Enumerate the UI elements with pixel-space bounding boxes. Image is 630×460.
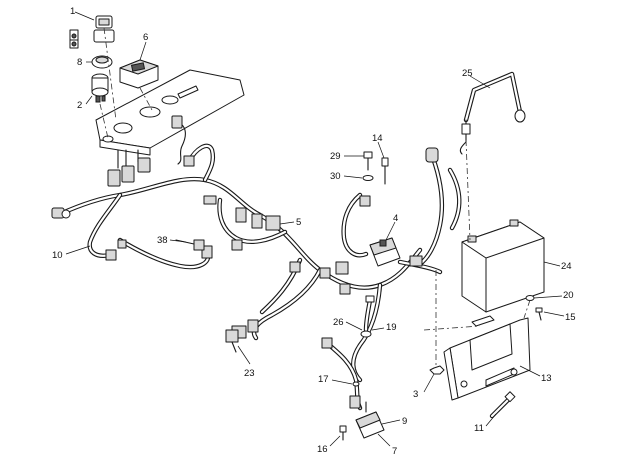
assembly-lines-panel — [99, 27, 153, 139]
battery-part-24 — [461, 219, 545, 313]
switch-part-1 — [69, 15, 115, 49]
bracket-part-13 — [443, 315, 531, 401]
solenoid-part-4 — [369, 237, 401, 267]
callout-8: 8 — [77, 57, 82, 68]
callout-14: 14 — [372, 133, 383, 144]
dash-panel — [95, 69, 245, 156]
bolt-part-11 — [489, 391, 516, 419]
callout-29: 29 — [330, 151, 341, 162]
bolt-part-15 — [535, 307, 543, 321]
callout-13: 13 — [541, 373, 552, 384]
rod-part-25 — [459, 71, 526, 155]
callout-38: 38 — [157, 235, 168, 246]
callout-10: 10 — [52, 250, 63, 261]
connector-part-23 — [225, 329, 239, 353]
callout-4: 4 — [393, 213, 398, 224]
callout-30: 30 — [330, 171, 341, 182]
assembly-lines-battery — [423, 139, 531, 366]
switch-part-7 — [355, 401, 385, 439]
callout-1: 1 — [70, 6, 75, 17]
panel-connectors — [107, 115, 186, 187]
callout-20: 20 — [563, 290, 574, 301]
callout-19: 19 — [386, 322, 397, 333]
nut-part-3 — [429, 365, 445, 375]
callout-24: 24 — [561, 261, 572, 272]
bolt-part-14 — [381, 157, 389, 185]
callout-5: 5 — [296, 217, 301, 228]
key-switch-part-2 — [91, 73, 109, 103]
wire-part-9 — [321, 337, 363, 411]
callout-23: 23 — [244, 368, 255, 379]
leader-lines — [65, 11, 565, 447]
callout-17: 17 — [318, 374, 329, 385]
callout-26: 26 — [333, 317, 344, 328]
callout-7: 7 — [392, 446, 397, 457]
callout-labels: 1 2 3 4 5 6 7 8 9 10 11 13 14 15 16 17 1… — [52, 6, 576, 457]
callout-11: 11 — [474, 423, 484, 434]
screw-part-17 — [352, 381, 360, 387]
washer-part-20 — [525, 295, 535, 301]
callout-25: 25 — [462, 68, 473, 79]
harness-connectors — [51, 147, 439, 339]
callout-6: 6 — [143, 32, 148, 43]
callout-2: 2 — [77, 100, 82, 111]
callout-9: 9 — [402, 416, 407, 427]
callout-3: 3 — [413, 389, 418, 400]
cable-part-19 — [360, 295, 375, 338]
switch-part-6 — [119, 59, 159, 89]
screw-part-29 — [362, 151, 374, 181]
callout-16: 16 — [317, 444, 328, 455]
callout-15: 15 — [565, 312, 576, 323]
screw-part-16 — [339, 425, 347, 441]
